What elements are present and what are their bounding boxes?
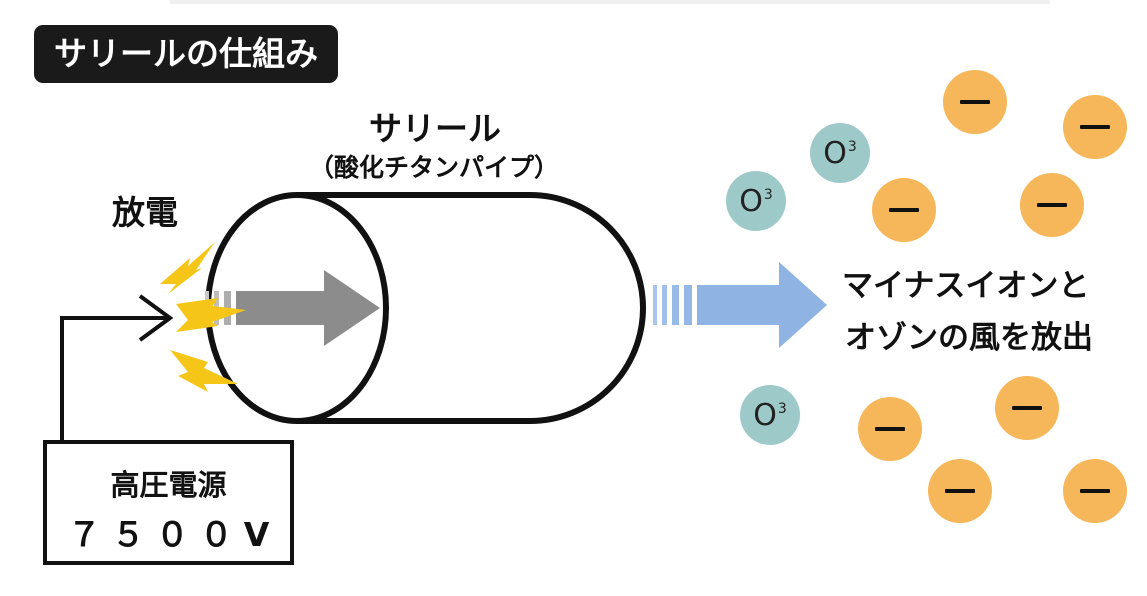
lightning-spark-icon <box>160 242 215 294</box>
negative-ion-icon <box>1020 173 1084 237</box>
output-text-line2: オゾンの風を放出 <box>845 320 1093 356</box>
negative-ion-icon <box>995 376 1059 440</box>
discharge-label: 放電 <box>112 193 178 232</box>
power-supply-voltage: ７５００V <box>67 515 281 554</box>
top-divider <box>170 0 1050 4</box>
pipe-title: サリール <box>369 109 501 148</box>
negative-ion-icon <box>943 70 1007 134</box>
ozone-symbol: O <box>753 397 777 433</box>
flow-arrow-icon <box>653 262 827 348</box>
ozone-symbol: O <box>823 135 847 171</box>
negative-ion-icon <box>1063 95 1127 159</box>
ozone-symbol: O <box>739 183 763 219</box>
wire-arrowhead-icon <box>138 294 174 342</box>
page-title: サリールの仕組み <box>34 25 338 83</box>
lightning-spark-icon <box>176 298 246 332</box>
ozone-subscript: 3 <box>777 401 787 417</box>
ozone-subscript: 3 <box>847 139 857 155</box>
power-wire <box>60 316 168 442</box>
pipe-subtitle: （酸化チタンパイプ） <box>308 153 559 182</box>
lightning-spark-icon <box>170 350 238 392</box>
negative-ion-icon <box>872 178 936 242</box>
negative-ion-icon <box>858 397 922 461</box>
ozone-subscript: 3 <box>763 187 773 203</box>
pipe-body <box>297 192 646 424</box>
negative-ion-icon <box>1063 459 1127 523</box>
negative-ion-icon <box>928 459 992 523</box>
power-supply-label: 高圧電源 <box>110 468 227 502</box>
power-supply-box: 高圧電源 ７５００V <box>43 440 294 565</box>
output-text-line1: マイナスイオンと <box>842 268 1090 304</box>
